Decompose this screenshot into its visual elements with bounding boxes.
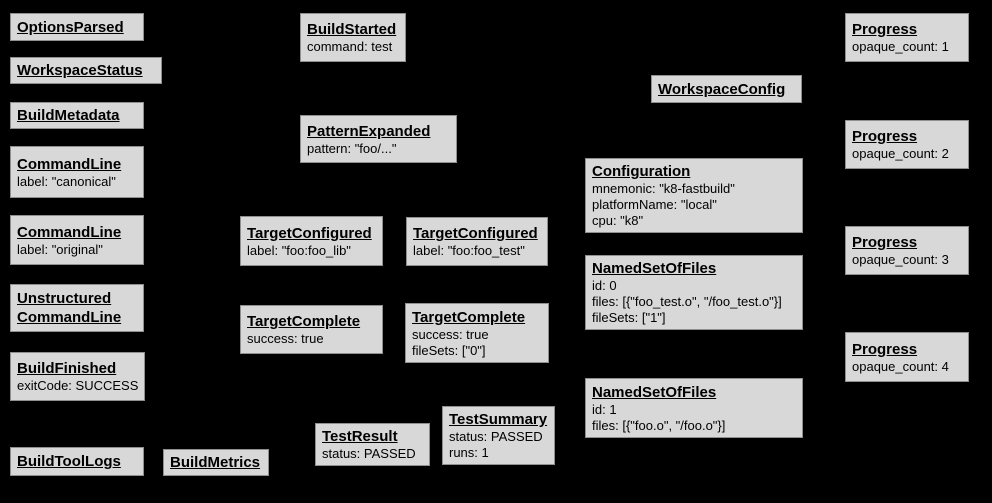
- node-title: Unstructured: [17, 290, 112, 307]
- node-title: TargetComplete: [247, 313, 361, 330]
- node-field: id: 1: [592, 401, 617, 417]
- node-field: label: "foo:foo_test": [413, 243, 525, 258]
- node-title: Progress: [852, 128, 918, 145]
- node-title: Progress: [852, 340, 918, 358]
- node-title: TargetConfigured: [413, 225, 538, 242]
- node-title: TargetComplete: [412, 308, 526, 326]
- node-title: BuildFinished: [17, 360, 117, 377]
- node-field: cpu: "k8": [592, 213, 644, 228]
- node-title: TestSummary: [449, 411, 548, 428]
- node-title: CommandLine: [17, 309, 122, 326]
- node-field: opaque_count: 3: [852, 252, 949, 267]
- node-title: CommandLine: [17, 155, 122, 173]
- node-title: Configuration: [592, 163, 691, 180]
- node-title: WorkspaceConfig: [658, 80, 786, 98]
- node-title: Progress: [852, 234, 918, 251]
- node-field: status: PASSED: [449, 429, 543, 444]
- node-field: label: "original": [17, 241, 103, 257]
- node-field: success: true: [412, 326, 489, 342]
- node-field: runs: 1: [449, 445, 489, 460]
- node-field: opaque_count: 2: [852, 146, 949, 161]
- node-field: command: test: [307, 39, 393, 54]
- node-field: pattern: "foo/...": [307, 140, 397, 156]
- node-title: TargetConfigured: [247, 224, 372, 242]
- node-field: status: PASSED: [322, 446, 416, 461]
- node-title: BuildMetrics: [170, 454, 261, 471]
- node-title: NamedSetOfFiles: [592, 260, 717, 277]
- node-field: opaque_count: 1: [852, 39, 949, 54]
- node-title: CommandLine: [17, 223, 122, 241]
- node-title: BuildMetadata: [17, 107, 120, 124]
- node-title: OptionsParsed: [17, 18, 124, 36]
- node-field: platformName: "local": [592, 197, 717, 212]
- node-title: NamedSetOfFiles: [592, 383, 717, 401]
- node-field: label: "foo:foo_lib": [247, 242, 351, 258]
- node-title: BuildToolLogs: [17, 453, 121, 470]
- node-field: exitCode: SUCCESS: [17, 378, 139, 393]
- node-field: success: true: [247, 331, 324, 346]
- node-field: id: 0: [592, 278, 617, 293]
- node-options-parsed: OptionsParsed: [10, 13, 144, 41]
- node-field: opaque_count: 4: [852, 358, 949, 374]
- node-field: fileSets: ["1"]: [592, 310, 666, 325]
- node-build-tool-logs: BuildToolLogs: [10, 447, 144, 476]
- node-workspace-status: WorkspaceStatus: [10, 57, 162, 84]
- node-title: PatternExpanded: [307, 122, 431, 140]
- node-field: fileSets: ["0"]: [412, 342, 486, 358]
- node-title: WorkspaceStatus: [17, 62, 143, 79]
- node-title: Progress: [852, 21, 918, 38]
- node-workspace-config: WorkspaceConfig: [651, 75, 802, 103]
- node-build-metadata: BuildMetadata: [10, 102, 144, 129]
- node-field: mnemonic: "k8-fastbuild": [592, 181, 735, 196]
- node-title: TestResult: [322, 428, 398, 445]
- node-title: BuildStarted: [307, 21, 397, 38]
- node-field: label: "canonical": [17, 173, 116, 189]
- node-build-metrics: BuildMetrics: [163, 449, 269, 476]
- node-field: files: [{"foo_test.o", "/foo_test.o"}]: [592, 294, 782, 309]
- node-field: files: [{"foo.o", "/foo.o"}]: [592, 417, 726, 433]
